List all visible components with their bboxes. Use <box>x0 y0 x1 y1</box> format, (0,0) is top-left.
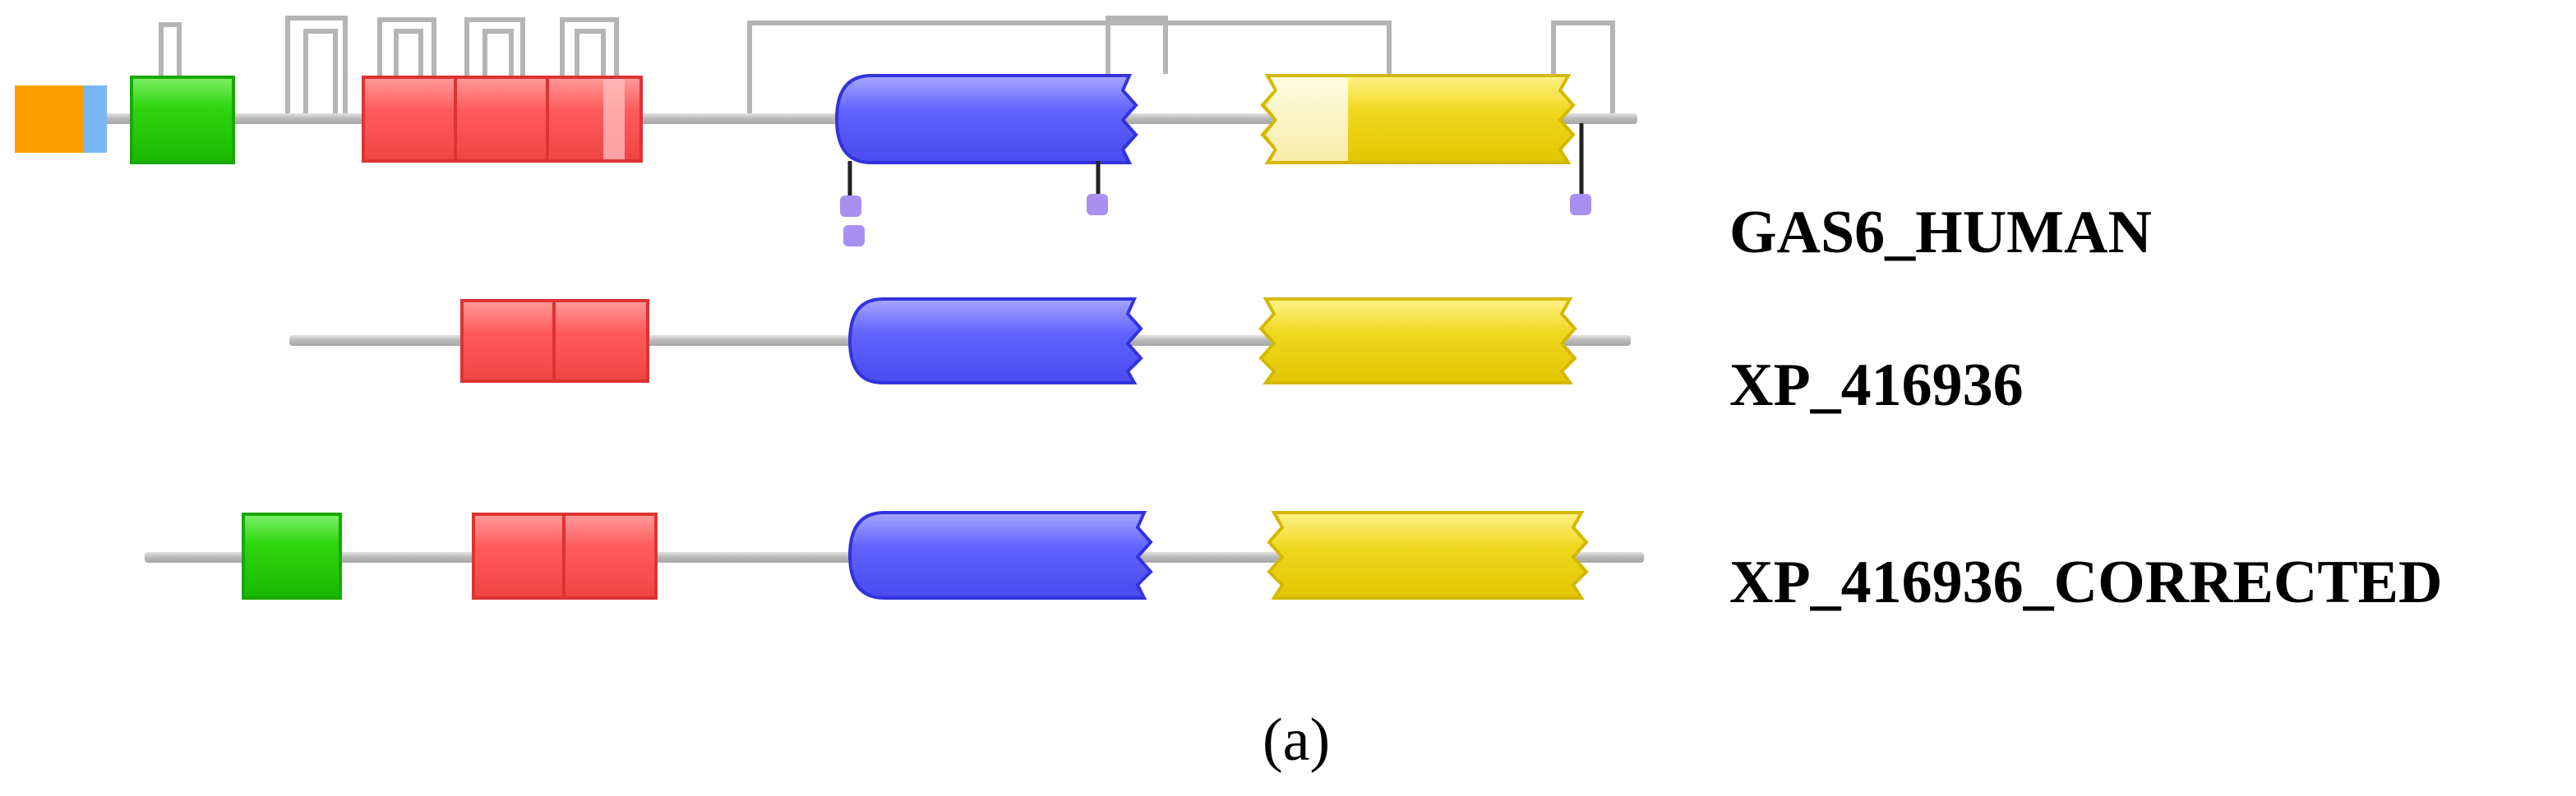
sequence-track-xp-416936-corrected <box>145 511 1644 600</box>
blue-domain <box>847 511 1153 600</box>
transmembrane-segment <box>84 85 107 153</box>
sequence-label-gas6-human: GAS6_HUMAN <box>1729 199 2152 266</box>
green-domain <box>242 513 342 600</box>
yellow-domain <box>1267 511 1589 600</box>
glycosylation-sites <box>840 123 1591 246</box>
blue-domain <box>847 297 1143 384</box>
sequence-track-xp-416936 <box>289 297 1631 384</box>
signal-peptide-segment <box>15 85 85 153</box>
red-domain-repeats <box>362 76 643 163</box>
red-domain-repeats <box>472 513 658 600</box>
yellow-domain <box>1258 297 1577 384</box>
red-domain-repeats <box>460 299 649 383</box>
sequence-label-xp-416936: XP_416936 <box>1729 352 2024 419</box>
green-domain <box>130 76 235 164</box>
sequence-track-gas6-human <box>15 16 1637 246</box>
sequence-label-xp-416936-corrected: XP_416936_CORRECTED <box>1729 549 2443 616</box>
disulfide-bridges <box>159 16 1615 118</box>
figure-caption: (a) <box>1263 706 1331 774</box>
blue-domain <box>834 74 1138 164</box>
yellow-domain-pale-region <box>1266 77 1348 161</box>
